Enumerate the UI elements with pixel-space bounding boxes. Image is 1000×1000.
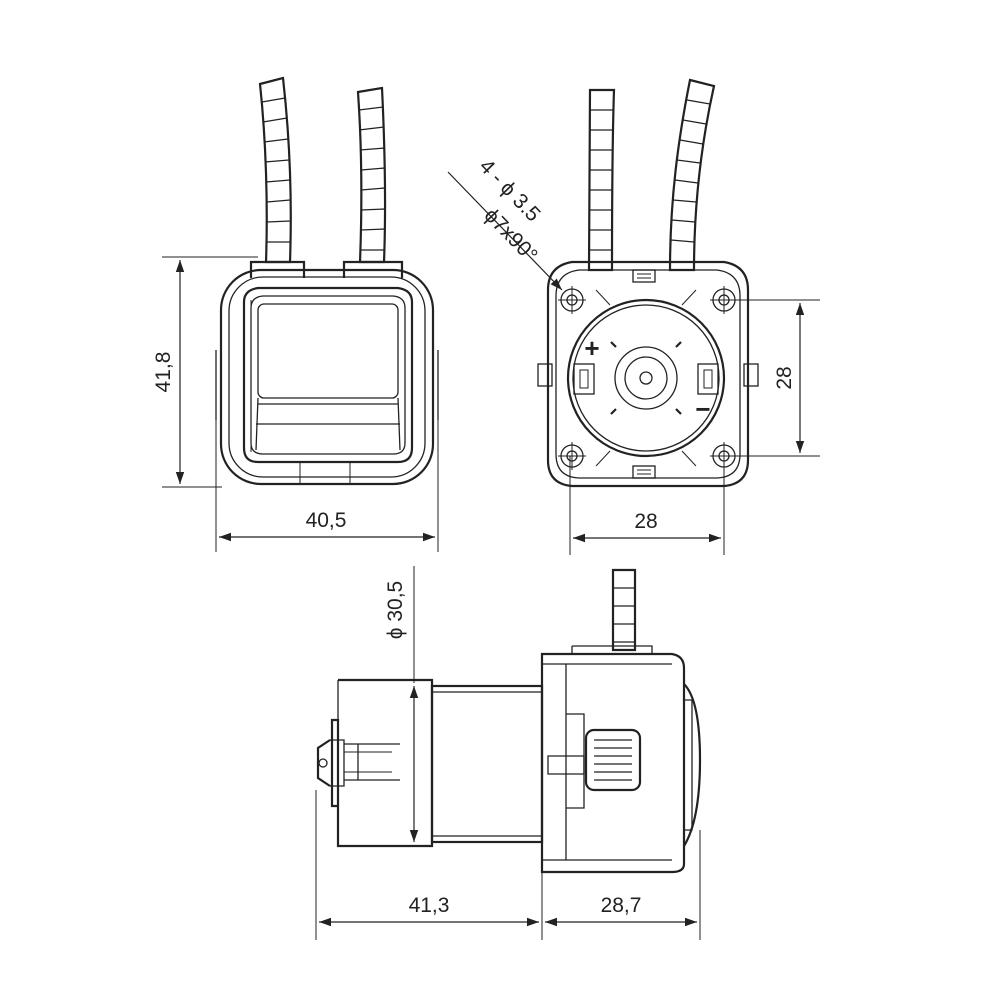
front-width-dimension: 40,5 [215, 420, 439, 552]
motor-can [430, 684, 544, 844]
terminal-right [697, 363, 719, 395]
side-view [316, 568, 702, 874]
motor-end-cap [330, 678, 434, 848]
front-width-label: 40,5 [306, 509, 347, 532]
rear-height-label: 28 [773, 366, 796, 389]
terminal-left [573, 363, 595, 395]
connector-spade [316, 739, 331, 787]
rear-view: + − [537, 78, 759, 488]
front-view [215, 76, 439, 486]
side-head-length-dimension: 28,7 [545, 830, 701, 940]
latch-button [584, 728, 642, 792]
front-height-dimension: 41,8 [152, 256, 258, 488]
side-diameter-dimension: ϕ 30,5 [384, 566, 419, 842]
front-height-label: 41,8 [152, 352, 175, 393]
rear-right-tube [668, 78, 716, 272]
side-motor-length-label: 41,3 [409, 894, 450, 917]
mounting-holes [558, 286, 738, 470]
rear-left-tube [587, 88, 616, 272]
side-diameter-label: ϕ 30,5 [384, 581, 407, 639]
motor-shaft-boss [614, 346, 678, 410]
rear-height-dimension: 28 [738, 299, 820, 457]
motor-face [566, 298, 726, 458]
rear-width-dimension: 28 [569, 456, 725, 555]
rear-width-label: 28 [634, 510, 657, 533]
hole-callout: 4 - ϕ 3.5 ϕ7x90° [447, 155, 563, 291]
side-tube [611, 568, 637, 652]
side-head-length-label: 28,7 [601, 894, 642, 917]
front-right-tube [356, 86, 387, 264]
front-housing-outer [219, 268, 435, 486]
minus-label: − [695, 394, 710, 424]
side-motor-length-dimension: 41,3 [315, 790, 543, 940]
front-left-tube [258, 76, 292, 264]
pump-head [540, 652, 686, 874]
plus-label: + [584, 333, 599, 363]
